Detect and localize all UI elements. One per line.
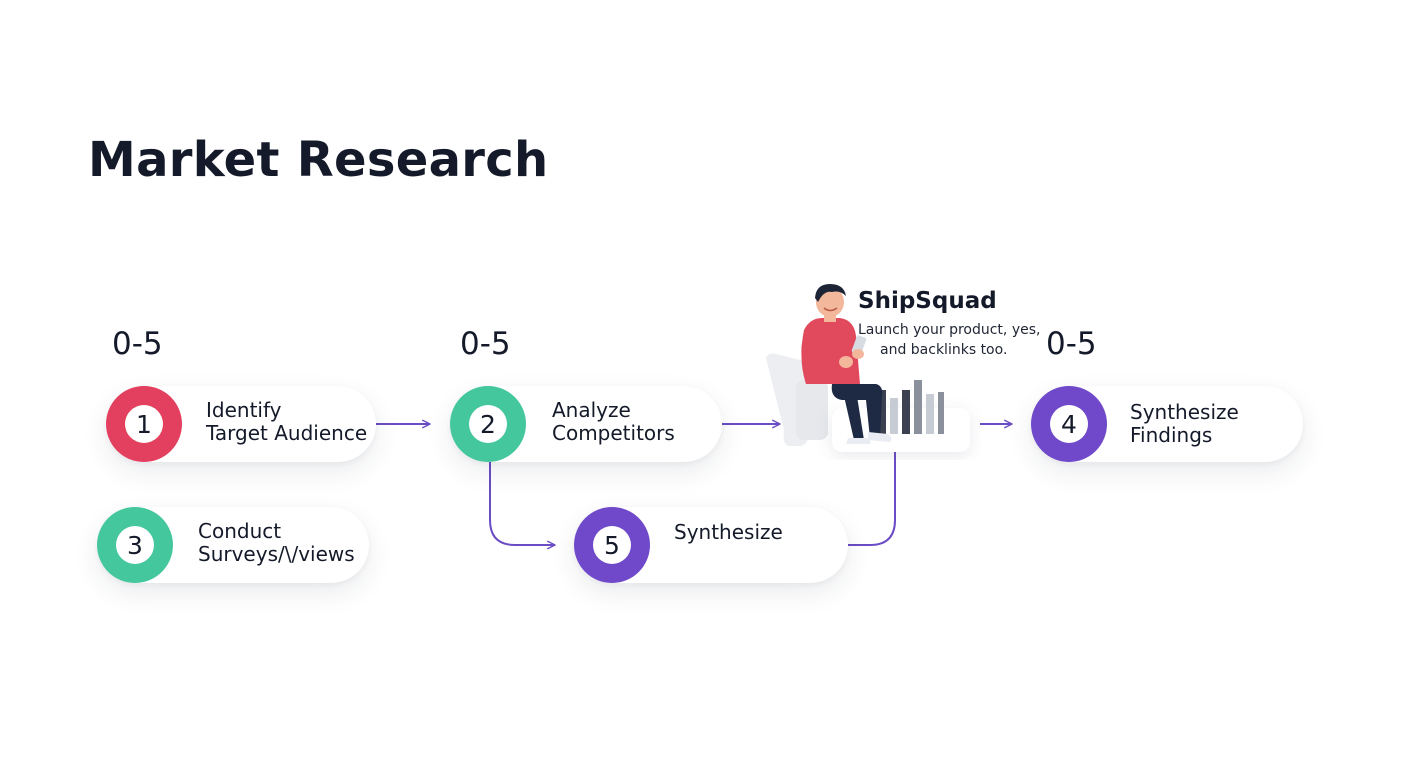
step-4-number: 4	[1050, 405, 1088, 443]
step-1-number: 1	[125, 405, 163, 443]
step-5-badge: 5	[574, 507, 650, 583]
step-3-number: 3	[116, 526, 154, 564]
range-label-4: 0-5	[1046, 326, 1097, 362]
brand-name: ShipSquad	[858, 288, 997, 314]
line-5-to-brand	[848, 452, 896, 546]
person-illustration	[766, 284, 970, 452]
step-4-badge: 4	[1031, 386, 1107, 462]
step-1-badge: 1	[106, 386, 182, 462]
range-label-2: 0-5	[460, 326, 511, 362]
step-2-badge: 2	[450, 386, 526, 462]
arrow-2-to-5	[489, 462, 556, 550]
range-label-1: 0-5	[112, 326, 163, 362]
step-3-badge: 3	[97, 507, 173, 583]
step-5-number: 5	[593, 526, 631, 564]
brand-tagline: Launch your product, yes, and backlinks …	[858, 322, 1041, 358]
step-2-number: 2	[469, 405, 507, 443]
step-5-label: Synthesize	[674, 520, 783, 544]
page-title: Market Research	[88, 132, 549, 188]
